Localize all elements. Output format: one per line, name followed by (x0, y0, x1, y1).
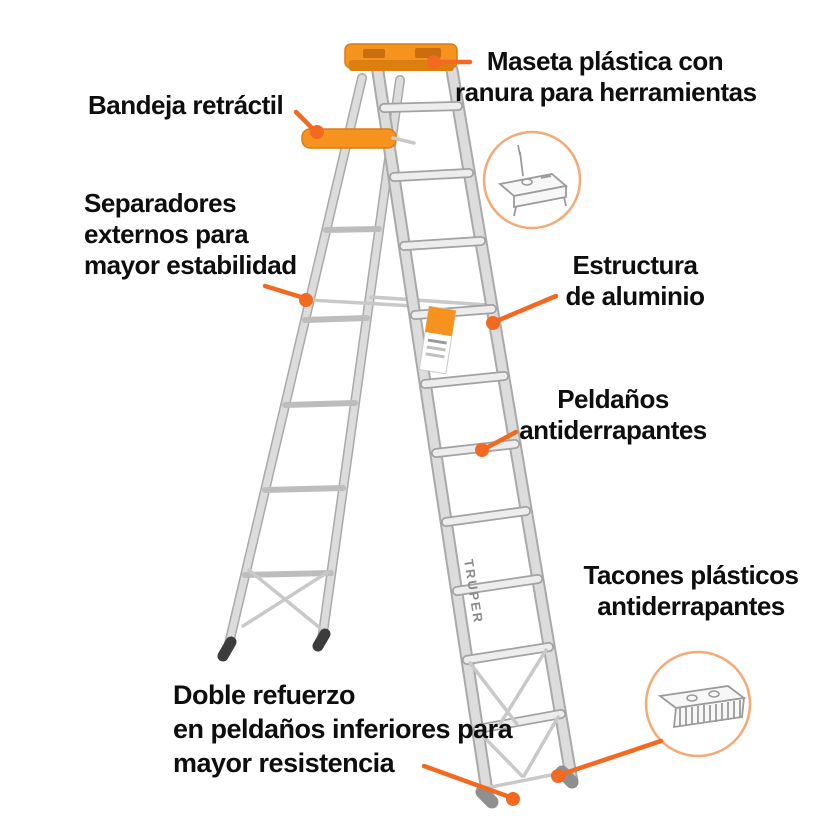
foot-sketch (657, 685, 747, 729)
callout-separadores-connector (262, 283, 313, 307)
callout-label-peldanos: Peldaños antiderrapantes (498, 384, 728, 446)
callout-bandeja-connector (293, 109, 324, 139)
label-line: Tacones plásticos (583, 560, 800, 590)
ladder-spreaders (307, 295, 490, 308)
label-line: antiderrapantes (597, 591, 785, 621)
label-line: de aluminio (565, 281, 705, 311)
ladder-top-cap (344, 43, 458, 71)
ladder-front-foot-left (475, 785, 499, 809)
detail-circle-foot (644, 650, 752, 758)
label-line: antiderrapantes (519, 415, 707, 445)
ladder-back-foot-right (312, 628, 331, 652)
ladder-front-rail-right-face (447, 65, 577, 787)
label-line: Doble refuerzo (173, 680, 356, 710)
ladder-back-diagonals (241, 568, 330, 630)
callout-maseta-connector (427, 55, 473, 69)
label-line: Estructura (572, 250, 698, 280)
label-line: mayor resistencia (173, 748, 395, 778)
ladder-front-rail-left-face (373, 67, 493, 803)
detail-circle-top-cap (482, 130, 582, 230)
callout-dot-doble-refuerzo (506, 792, 520, 806)
callout-label-estructura: Estructura de aluminio (540, 250, 730, 312)
ladder-sticker (418, 305, 457, 375)
callout-estructura-connector (486, 293, 559, 330)
callout-doble-refuerzo-connector (421, 763, 520, 806)
callout-dot-bandeja (310, 125, 324, 139)
label-line: ranura para herramientas (455, 77, 757, 107)
ladder-back-foot-left (217, 636, 237, 662)
callout-tacones-connector (551, 738, 664, 783)
callout-label-tacones: Tacones plásticos antiderrapantes (566, 560, 816, 622)
callout-label-maseta: Maseta plástica con ranura para herramie… (455, 46, 757, 108)
ladder-back-braces (242, 226, 382, 578)
ladder-back-rail-left-face (224, 74, 366, 652)
ladder-lower-reinforcement (468, 648, 568, 790)
callout-label-separadores: Separadores externos para mayor estabili… (84, 188, 297, 281)
callout-dot-maseta (427, 55, 441, 69)
callout-dot-peldanos (475, 443, 489, 457)
label-line: Separadores (84, 188, 237, 218)
label-line: mayor estabilidad (84, 250, 297, 280)
callout-peldanos-connector (475, 429, 519, 457)
top-cap-sketch (497, 144, 569, 217)
label-line: Peldaños (557, 384, 669, 414)
callout-dot-estructura (486, 316, 500, 330)
label-line: Maseta plástica con (486, 46, 724, 76)
ladder-tray (301, 128, 416, 149)
callout-dot-separadores (299, 293, 313, 307)
label-line: en peldaños inferiores para (173, 714, 513, 744)
label-line: Bandeja retráctil (88, 90, 284, 120)
callout-label-bandeja: Bandeja retráctil (88, 90, 284, 121)
callout-connectors (262, 55, 664, 806)
callout-label-doble-refuerzo: Doble refuerzo en peldaños inferiores pa… (173, 678, 513, 780)
callout-dot-tacones (551, 769, 565, 783)
label-line: externos para (84, 219, 249, 249)
